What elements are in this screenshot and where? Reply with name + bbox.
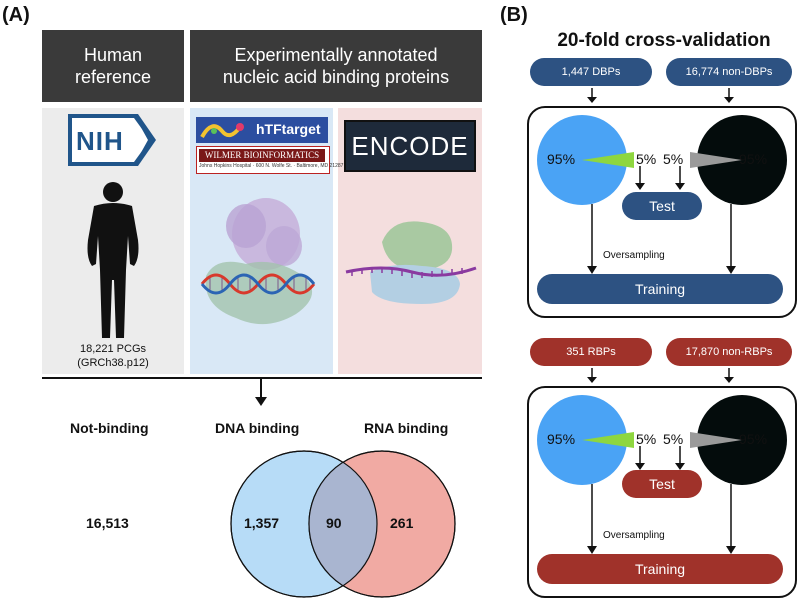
wilmer-subtext: Johns Hopkins Hospital · 600 N. Wolfe St… [199,163,344,169]
oversampling-arrow-icon [586,484,598,561]
test-set-box: Test [622,470,702,498]
venn-rna-only: 261 [390,515,414,531]
arrow-down-icon [723,368,735,389]
pie-negative-minor-pct: 5% [663,431,684,447]
pie-positive-rbp [536,394,666,491]
encode-logo: ENCODE [344,120,476,172]
pcg-count: 18,221 PCGs [79,343,147,355]
test-set-box: Test [622,192,702,220]
encode-text: ENCODE [351,130,469,161]
wilmer-text: WILMER BIOINFORMATICS [199,149,325,162]
rna-binding-label: RNA binding [364,420,449,436]
down-arrow-icon [254,377,268,412]
pie-negative-minor-pct: 5% [663,151,684,167]
pie-negative-major-pct: 95% [739,151,768,167]
pie-negative-major-pct: 95% [739,431,768,447]
cv-title: 20-fold cross-validation [557,30,771,51]
annotated-proteins-header: Experimentally annotated nucleic acid bi… [190,30,482,102]
pie-negative-dbp [660,114,790,211]
arrow-down-icon [725,204,737,281]
cv-box-rbp [527,386,797,598]
dna-protein-illustration [196,186,330,341]
training-set-box: Training [537,274,783,304]
not-binding-label: Not-binding [70,420,149,436]
pcg-caption: 18,221 PCGs (GRCh38.p12) [42,342,184,370]
pcg-genome: (GRCh38.p12) [77,357,149,369]
oversampling-arrow-icon [586,204,598,281]
panel-b-label: (B) [500,4,528,26]
oversampling-label: Oversampling [603,530,665,541]
header-left-line1: Human [83,45,142,65]
rbp-count-pill: 351 RBPs [530,338,652,366]
pie-positive-minor-pct: 5% [636,151,657,167]
dna-binding-label: DNA binding [215,420,300,436]
panel-a-label: (A) [2,4,30,26]
oversampling-label: Oversampling [603,250,665,261]
rna-protein-illustration [342,212,478,317]
pie-positive-major-pct: 95% [547,151,576,167]
venn-diagram [222,450,462,605]
nih-logo-text: NIH [76,126,124,156]
pie-positive-dbp [536,114,666,211]
non-dbp-count-pill: 16,774 non-DBPs [666,58,792,86]
nih-logo: NIH [68,114,156,166]
human-silhouette-icon [78,180,148,345]
pie-positive-major-pct: 95% [547,431,576,447]
training-set-box: Training [537,554,783,584]
pie-positive-minor-pct: 5% [636,431,657,447]
test-arrows-icon [606,446,696,477]
test-arrows-icon [606,166,696,197]
arrow-down-icon [586,88,598,109]
pie-negative-rbp [660,394,790,491]
cv-box-dbp [527,106,797,318]
arrow-down-icon [723,88,735,109]
wilmer-logo: WILMER BIOINFORMATICS Johns Hopkins Hosp… [196,146,344,174]
header-right-line2: nucleic acid binding proteins [222,67,450,87]
htftarget-logo: hTFtarget [196,117,328,143]
not-binding-count: 16,513 [86,515,129,531]
htftarget-text: hTFtarget [256,121,321,137]
header-right-line1: Experimentally annotated [234,45,438,65]
header-left-line2: reference [74,67,152,87]
arrow-down-icon [586,368,598,389]
arrow-down-icon [725,484,737,561]
human-reference-header: Human reference [42,30,184,102]
venn-overlap: 90 [326,515,342,531]
non-rbp-count-pill: 17,870 non-RBPs [666,338,792,366]
dbp-count-pill: 1,447 DBPs [530,58,652,86]
venn-dna-only: 1,357 [244,515,280,531]
